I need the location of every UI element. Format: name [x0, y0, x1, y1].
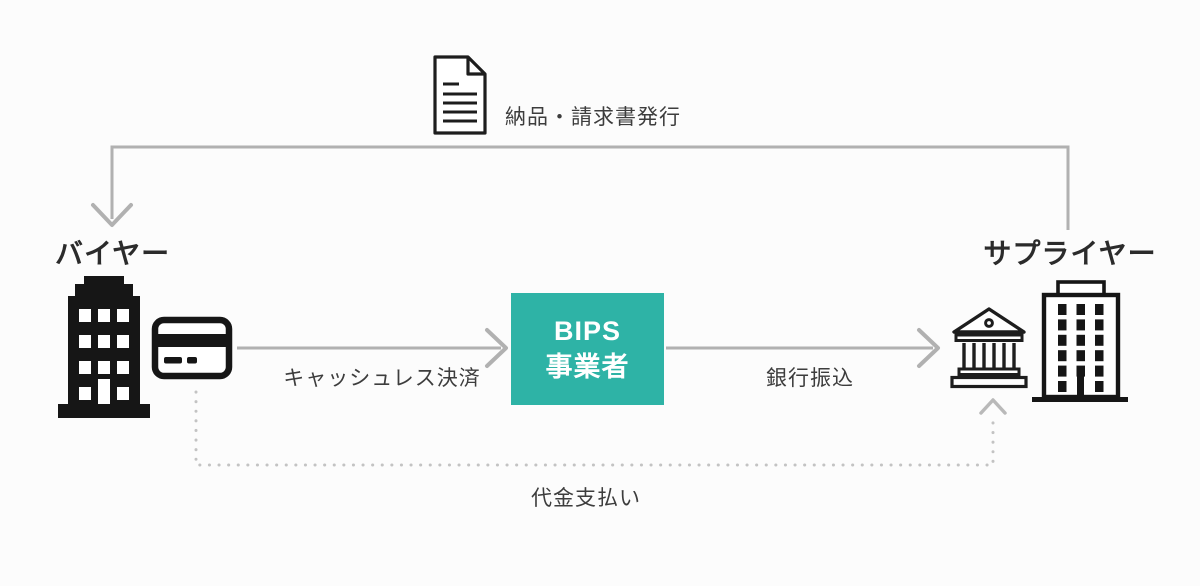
- buyer-label: バイヤー: [55, 238, 171, 269]
- payment-label: 代金支払い: [531, 487, 641, 510]
- bips-box: BIPS 事業者: [511, 293, 664, 405]
- invoice-flow-label: 納品・請求書発行: [505, 106, 681, 129]
- cashless-payment-label: キャッシュレス決済: [283, 367, 481, 390]
- bank-icon: [950, 307, 1028, 389]
- bank-transfer-label: 銀行振込: [766, 367, 854, 390]
- office-building-icon: [58, 276, 150, 418]
- document-icon: [433, 55, 487, 135]
- cashless-arrow: [237, 328, 508, 368]
- invoice-flow-arrow: [91, 145, 1070, 230]
- bank-transfer-arrow: [666, 328, 940, 368]
- credit-card-icon: [151, 316, 233, 380]
- supplier-label: サプライヤー: [983, 238, 1157, 269]
- office-tower-icon: [1032, 280, 1128, 402]
- bips-label-line1: BIPS: [553, 315, 622, 346]
- bips-label-line2: 事業者: [545, 352, 630, 382]
